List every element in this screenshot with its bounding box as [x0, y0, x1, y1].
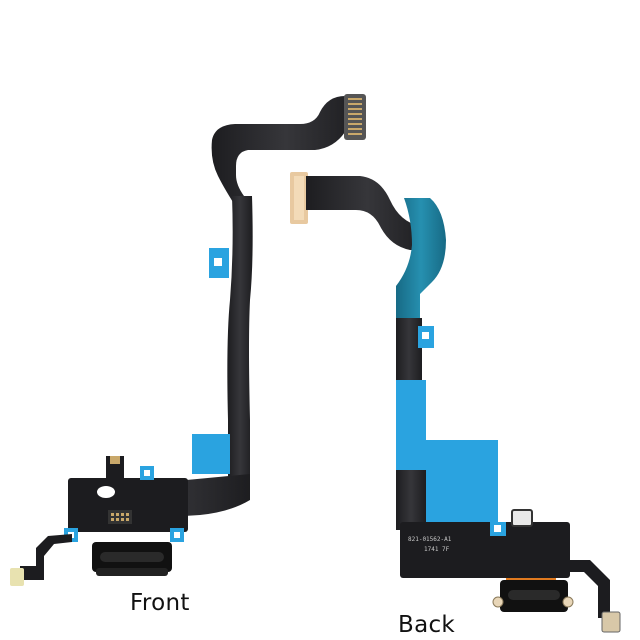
front-top-ribbon	[211, 96, 360, 210]
front-caption: Front	[130, 590, 190, 616]
front-blue-stiffener	[192, 434, 230, 474]
back-date-code: 1741 7F	[424, 546, 450, 553]
back-port-board	[400, 522, 570, 578]
back-part-number: 821-01562-A1	[408, 536, 452, 543]
back-top-ribbon	[306, 176, 428, 250]
back-dark-segment	[396, 318, 422, 380]
front-chip	[108, 510, 132, 524]
back-mic	[601, 611, 621, 633]
front-mic-arm	[20, 534, 72, 580]
front-flex-cable	[10, 94, 366, 586]
back-blue-stiffener-lower	[426, 440, 498, 530]
front-mic	[10, 568, 24, 586]
back-blue-stiffener-upper	[396, 380, 426, 472]
front-vertical-ribbon	[227, 196, 253, 480]
back-caption: Back	[398, 612, 456, 638]
back-flex-cable: 821-01562-A1 1741 7F	[290, 172, 621, 633]
back-teal-ribbon	[396, 198, 446, 320]
front-screw-hole	[97, 486, 115, 498]
front-connector-pins	[348, 98, 362, 135]
back-mic-arm	[566, 560, 610, 618]
